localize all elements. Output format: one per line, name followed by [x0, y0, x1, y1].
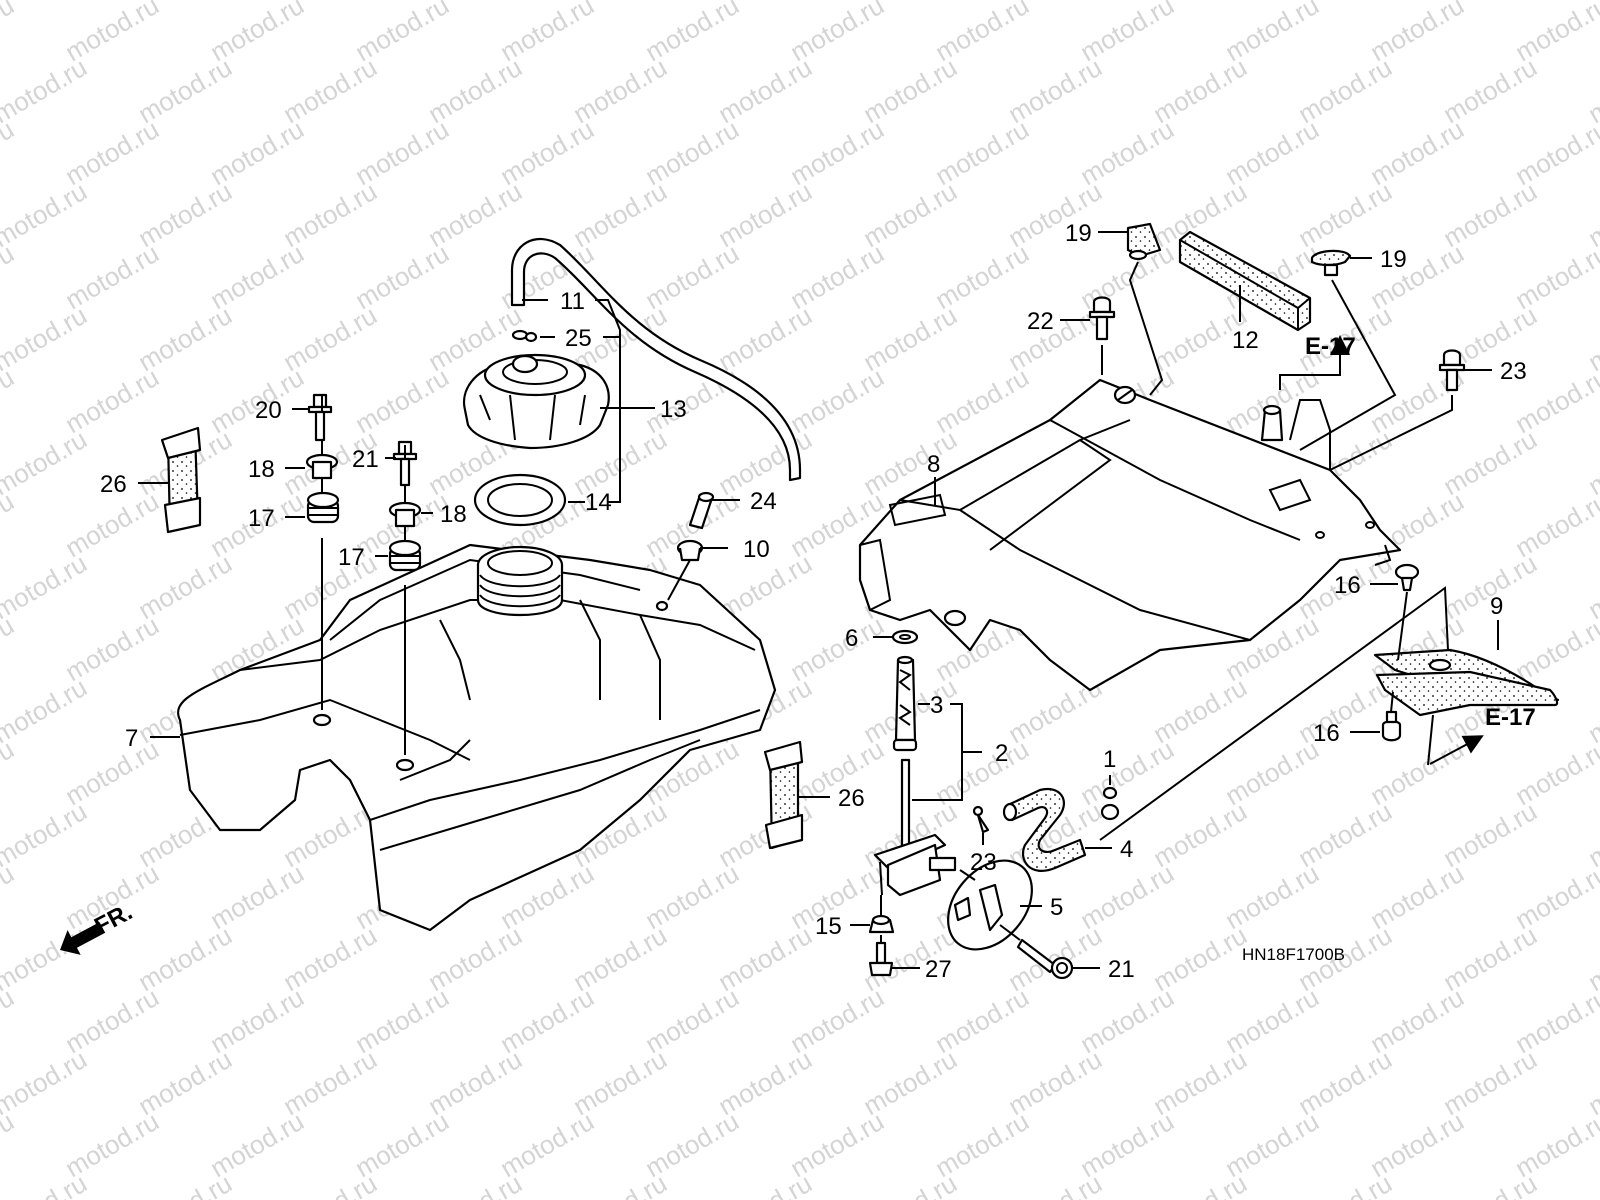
callout-22: 24 — [750, 488, 777, 515]
filler-cap — [462, 353, 610, 450]
callout-21-right: 23 — [1500, 358, 1527, 385]
fuel-strainer — [892, 655, 918, 752]
valve-knob — [947, 859, 1033, 951]
callout-11: 11 — [560, 288, 585, 315]
clip-23-top — [1394, 563, 1420, 592]
callout-3: 3 — [930, 692, 943, 719]
band-26-left — [160, 426, 202, 534]
fuel-hose — [1002, 787, 1087, 872]
cushion-16-right — [388, 539, 422, 572]
breather-tube — [510, 237, 802, 482]
callout-17-left: 18 — [248, 456, 275, 483]
bolt-19-left — [307, 393, 333, 442]
joint-22 — [688, 491, 715, 530]
collar-17-right — [388, 501, 422, 528]
bolt-27 — [868, 941, 894, 977]
callout-2: 2 — [995, 740, 1008, 767]
callout-21-left: 22 — [1027, 308, 1054, 335]
callout-26-left: 26 — [100, 471, 127, 498]
screw-20 — [1016, 938, 1074, 980]
callout-23-top: 16 — [1334, 572, 1361, 599]
band-26-right — [763, 740, 804, 850]
grommet-10 — [676, 539, 704, 562]
clip-1 — [1100, 786, 1120, 821]
callout-20: 21 — [1108, 956, 1135, 983]
front-arrow-icon — [60, 922, 106, 955]
callout-18-right: 19 — [1380, 246, 1407, 273]
cap-packing — [473, 473, 567, 527]
o-ring-6 — [891, 629, 919, 645]
fuel-tank — [177, 543, 777, 932]
callout-15: 15 — [815, 913, 842, 940]
callout-5: 5 — [1050, 894, 1063, 921]
callout-4: 4 — [1120, 836, 1133, 863]
clip-18-right — [1310, 249, 1352, 277]
ref-e17-top[interactable]: E-17 — [1305, 333, 1356, 360]
fuel-valve — [873, 758, 957, 897]
callout-6: 6 — [845, 625, 858, 652]
callout-16-left: 17 — [248, 505, 275, 532]
callout-24: 23 — [970, 849, 997, 876]
bolt-21-right — [1438, 349, 1466, 392]
callout-13: 13 — [660, 396, 687, 423]
callout-27: 27 — [925, 956, 952, 983]
ref-e17-bottom[interactable]: E-17 — [1485, 704, 1536, 731]
tank-cover — [858, 378, 1402, 692]
collar-15 — [868, 914, 895, 934]
callout-8: 8 — [927, 451, 940, 478]
foam-rubber — [1178, 230, 1312, 332]
diagram-code: HN18F1700B — [1242, 945, 1345, 964]
clip-24 — [972, 805, 990, 834]
cushion-16-left — [306, 491, 340, 524]
callout-17-right: 18 — [440, 501, 467, 528]
collar-17-left — [305, 453, 339, 480]
callout-23-bottom: 16 — [1313, 720, 1340, 747]
callout-9: 9 — [1490, 593, 1503, 620]
callout-26-right: 26 — [838, 785, 865, 812]
callout-19-left: 20 — [255, 397, 282, 424]
clip-23-bottom — [1381, 710, 1402, 742]
callout-18-left: 19 — [1065, 220, 1092, 247]
callout-14: 14 — [585, 489, 612, 516]
clip-18-left — [1126, 222, 1162, 261]
insulator — [1373, 648, 1560, 717]
bolt-21-left — [1088, 296, 1116, 341]
tube-clip — [511, 329, 538, 343]
callout-12: 12 — [1232, 327, 1259, 354]
callout-16-right: 17 — [338, 544, 365, 571]
callout-7: 7 — [125, 725, 138, 752]
callout-19-right: 21 — [352, 446, 379, 473]
callout-10: 10 — [743, 536, 770, 563]
callout-1: 1 — [1103, 746, 1116, 773]
callout-25: 25 — [565, 325, 592, 352]
